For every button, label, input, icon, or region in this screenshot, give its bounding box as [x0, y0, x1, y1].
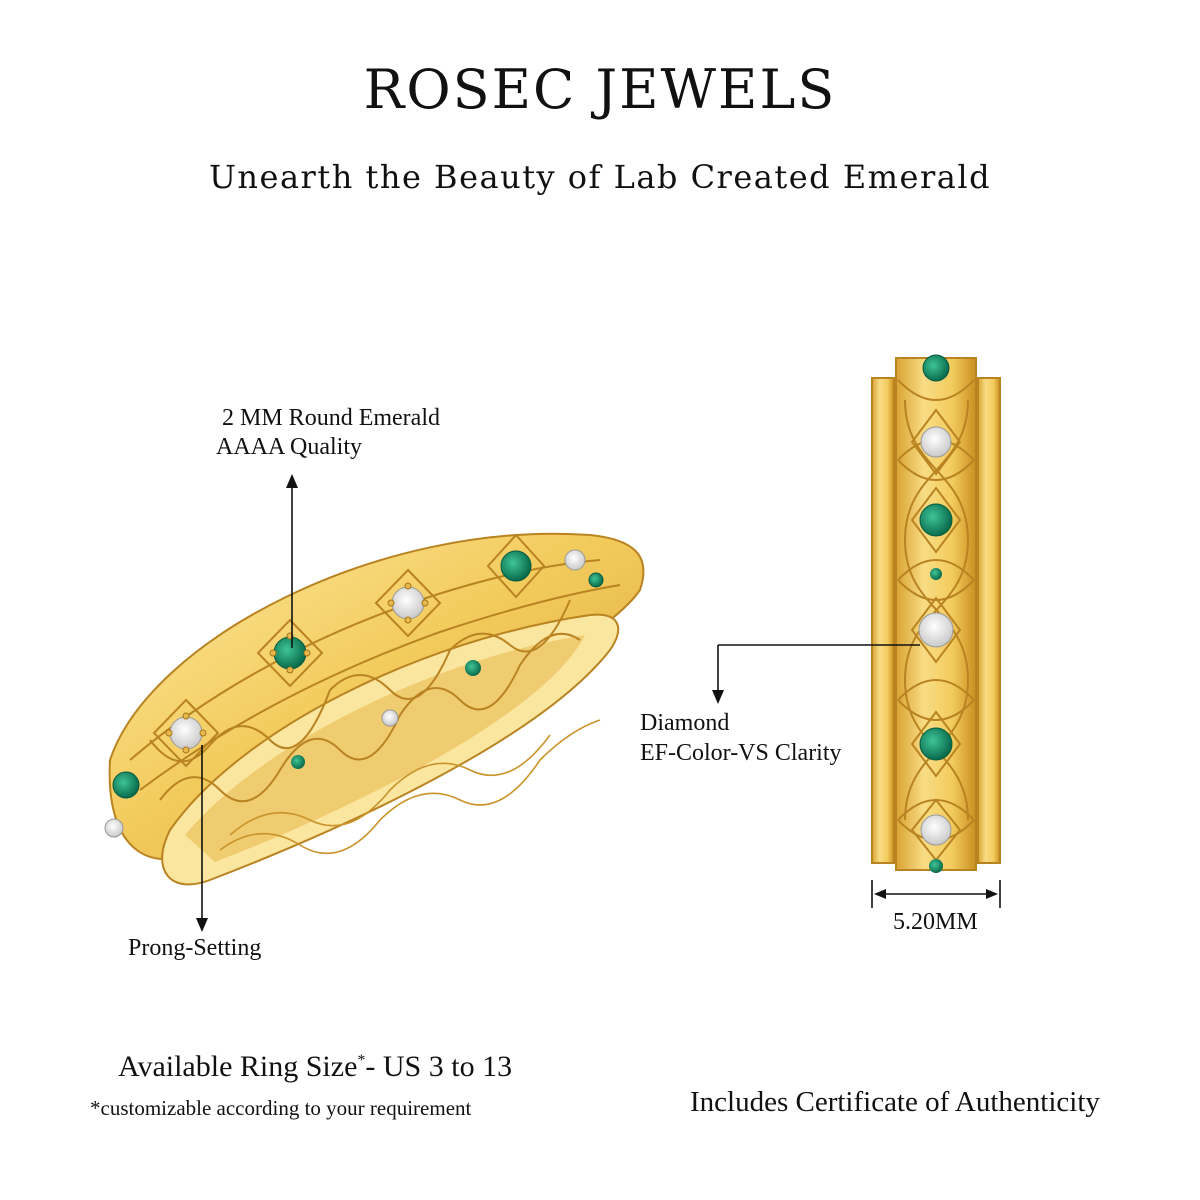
emerald-stone [919, 727, 953, 761]
emerald-stone [919, 503, 953, 537]
emerald-quality-label: AAAA Quality [216, 434, 362, 460]
emerald-stone [922, 354, 950, 382]
tagline: Unearth the Beauty of Lab Created Emeral… [208, 158, 992, 196]
diamond-stone [104, 818, 124, 838]
certificate-text: Includes Certificate of Authenticity [690, 1086, 1100, 1118]
ring-size-value: - US 3 to 13 [365, 1050, 513, 1083]
brand-title: ROSEC JEWELS [363, 58, 837, 121]
left-ring-view [104, 532, 645, 886]
emerald-stone [291, 755, 305, 769]
diamond-stone [564, 549, 586, 571]
emerald-stone [929, 859, 943, 873]
band-width-label: 5.20MM [893, 909, 978, 935]
diamond-stone [381, 709, 399, 727]
emerald-stone [500, 550, 532, 582]
annotation-lines [196, 474, 1001, 932]
diamond-stone [918, 612, 954, 648]
emerald-stone [465, 660, 481, 676]
ring-size-line: Available Ring Size*- US 3 to 13 [118, 1050, 512, 1084]
diamond-stone [169, 716, 203, 750]
diamond-stone [920, 814, 952, 846]
emerald-stone [273, 636, 307, 670]
right-ring-view [871, 354, 1001, 873]
emerald-stone [930, 568, 942, 580]
prong-setting-label: Prong-Setting [128, 935, 262, 961]
ring-size-asterisk: * [357, 1052, 366, 1069]
emerald-stone [112, 771, 140, 799]
diamond-label: Diamond [640, 710, 730, 736]
emerald-stone [588, 572, 604, 588]
diamond-stone [920, 426, 952, 458]
diamond-clarity-label: EF-Color-VS Clarity [640, 740, 842, 766]
emerald-size-label: 2 MM Round Emerald [222, 405, 440, 431]
customization-note: *customizable according to your requirem… [90, 1096, 472, 1120]
diamond-stone [391, 586, 425, 620]
ring-size-label: Available Ring Size [118, 1050, 358, 1083]
